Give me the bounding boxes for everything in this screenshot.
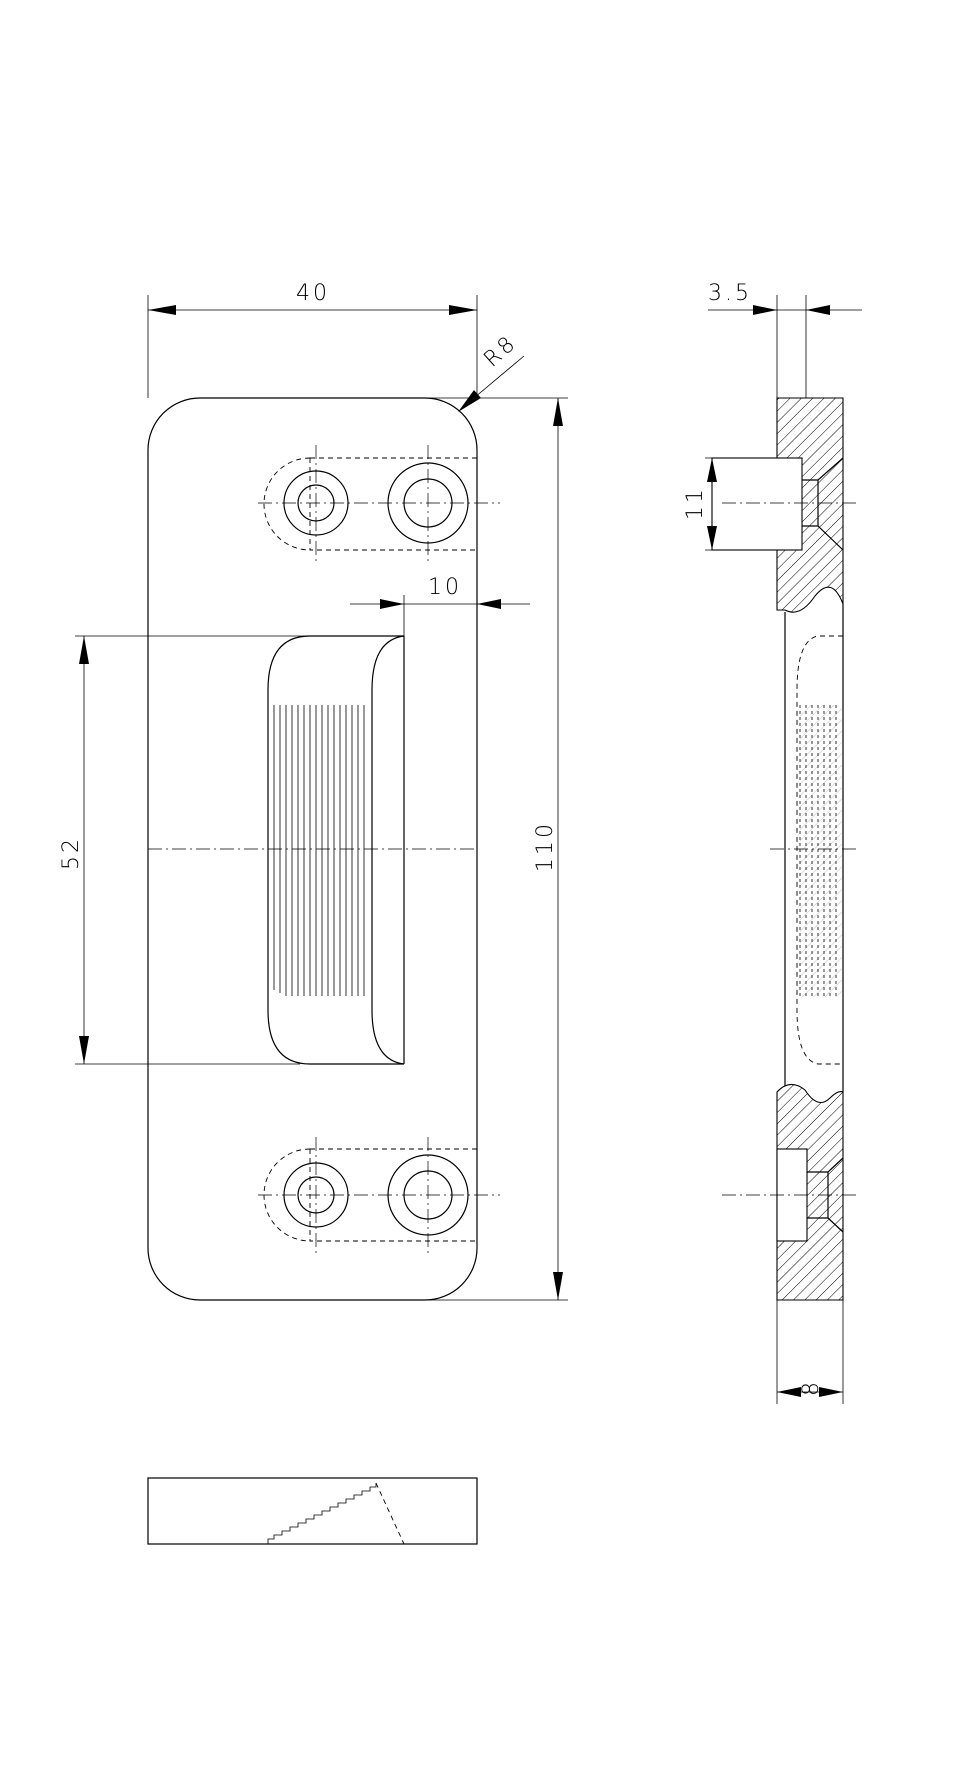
dim-width: 40 [147,281,478,398]
dim-thickness-top-label: 3.5 [708,281,752,306]
side-ribbing [799,705,842,997]
dim-hole-dia: 11 [683,457,777,551]
dim-total-length: 110 [410,397,568,1301]
side-top-bore [711,457,803,551]
dim-slot-offset: 10 [350,575,530,636]
dim-total-length-label: 110 [533,821,558,872]
dim-hole-dia-label: 11 [683,486,708,520]
dim-width-label: 40 [296,281,330,306]
side-top-section [776,397,844,613]
side-view: 3.5 11 8 [683,281,862,1404]
bottom-view [147,1477,478,1545]
top-hole-group [258,445,500,561]
dim-thickness-top: 3.5 [708,281,862,398]
dim-slot-offset-label: 10 [428,575,462,600]
ribbing [273,705,365,996]
dim-radius: R8 [458,330,525,412]
dim-slot-length-label: 52 [59,836,84,870]
dim-thickness-label: 8 [799,1379,824,1396]
bottom-view-ramp [267,1483,377,1544]
bottom-view-outline [147,1477,478,1545]
dim-thickness: 8 [776,1300,844,1404]
bottom-hole-group [258,1137,500,1253]
dim-radius-label: R8 [479,330,522,372]
slot-recess [148,635,477,1065]
front-view: 40 R8 10 52 [59,281,568,1301]
dim-slot-length: 52 [59,635,404,1065]
side-bottom-section [776,1083,844,1301]
